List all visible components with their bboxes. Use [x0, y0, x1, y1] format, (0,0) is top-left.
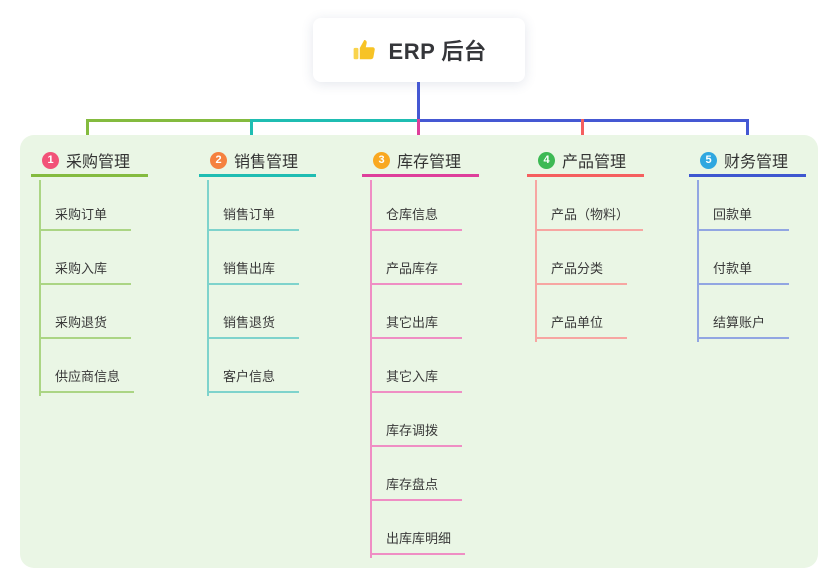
branch-purchase: 1 采购管理 采购订单 采购入库 采购退货 供应商信息	[31, 146, 148, 396]
branch-label: 产品管理	[562, 154, 627, 171]
child-node[interactable]: 销售出库	[207, 231, 299, 285]
child-node[interactable]: 其它出库	[370, 285, 462, 339]
branches-panel	[20, 135, 818, 568]
branch-trunk-line	[370, 180, 372, 558]
child-node[interactable]: 产品库存	[370, 231, 462, 285]
branch-trunk-line	[535, 180, 537, 342]
branch-inventory: 3 库存管理 仓库信息 产品库存 其它出库 其它入库 库存调拨 库存盘点 出库库…	[362, 146, 479, 558]
child-node[interactable]: 出库库明细	[370, 501, 466, 555]
child-node[interactable]: 采购订单	[39, 177, 131, 231]
bus-segment-blue	[419, 119, 749, 122]
child-node[interactable]: 其它入库	[370, 339, 462, 393]
branch-trunk-line	[39, 180, 41, 396]
bus-segment-green	[86, 119, 250, 122]
child-node[interactable]: 付款单	[697, 231, 789, 285]
child-node[interactable]: 回款单	[697, 177, 789, 231]
branch-number-badge: 4	[538, 151, 555, 169]
branch-product: 4 产品管理 产品（物料） 产品分类 产品单位	[527, 146, 644, 342]
branch-finance: 5 财务管理 回款单 付款单 结算账户	[689, 146, 806, 342]
branch-number-badge: 5	[700, 151, 717, 169]
root-drop-line	[417, 82, 420, 120]
drop-line-branch2	[250, 119, 253, 149]
branch-trunk-line	[207, 180, 209, 396]
branch-inventory-header[interactable]: 3 库存管理	[362, 146, 479, 177]
branch-trunk-line	[697, 180, 699, 342]
branch-number-badge: 2	[210, 151, 227, 169]
root-node[interactable]: ERP 后台	[313, 18, 525, 82]
branch-label: 财务管理	[724, 154, 789, 171]
branch-label: 销售管理	[234, 154, 299, 171]
branch-purchase-header[interactable]: 1 采购管理	[31, 146, 148, 177]
root-title: ERP 后台	[388, 39, 487, 64]
child-node[interactable]: 结算账户	[697, 285, 789, 339]
thumbs-up-icon	[352, 37, 378, 63]
drop-line-branch1	[86, 119, 89, 149]
child-node[interactable]: 销售订单	[207, 177, 299, 231]
child-node[interactable]: 供应商信息	[39, 339, 135, 393]
branch-sales-header[interactable]: 2 销售管理	[199, 146, 316, 177]
child-node[interactable]: 客户信息	[207, 339, 299, 393]
drop-line-branch3	[417, 119, 420, 149]
child-node[interactable]: 库存调拨	[370, 393, 462, 447]
branch-number-badge: 1	[42, 151, 59, 169]
child-node[interactable]: 采购退货	[39, 285, 131, 339]
child-node[interactable]: 产品（物料）	[535, 177, 644, 231]
branch-finance-header[interactable]: 5 财务管理	[689, 146, 806, 177]
child-node[interactable]: 采购入库	[39, 231, 131, 285]
branch-product-header[interactable]: 4 产品管理	[527, 146, 644, 177]
child-node[interactable]: 产品分类	[535, 231, 627, 285]
branch-number-badge: 3	[373, 151, 390, 169]
branch-sales: 2 销售管理 销售订单 销售出库 销售退货 客户信息	[199, 146, 316, 396]
child-node[interactable]: 库存盘点	[370, 447, 462, 501]
branch-label: 库存管理	[397, 154, 462, 171]
bus-segment-teal	[250, 119, 419, 122]
child-node[interactable]: 产品单位	[535, 285, 627, 339]
child-node[interactable]: 销售退货	[207, 285, 299, 339]
drop-line-branch4	[581, 119, 584, 149]
child-node[interactable]: 仓库信息	[370, 177, 462, 231]
drop-line-branch5	[746, 119, 749, 149]
branch-label: 采购管理	[66, 154, 131, 171]
